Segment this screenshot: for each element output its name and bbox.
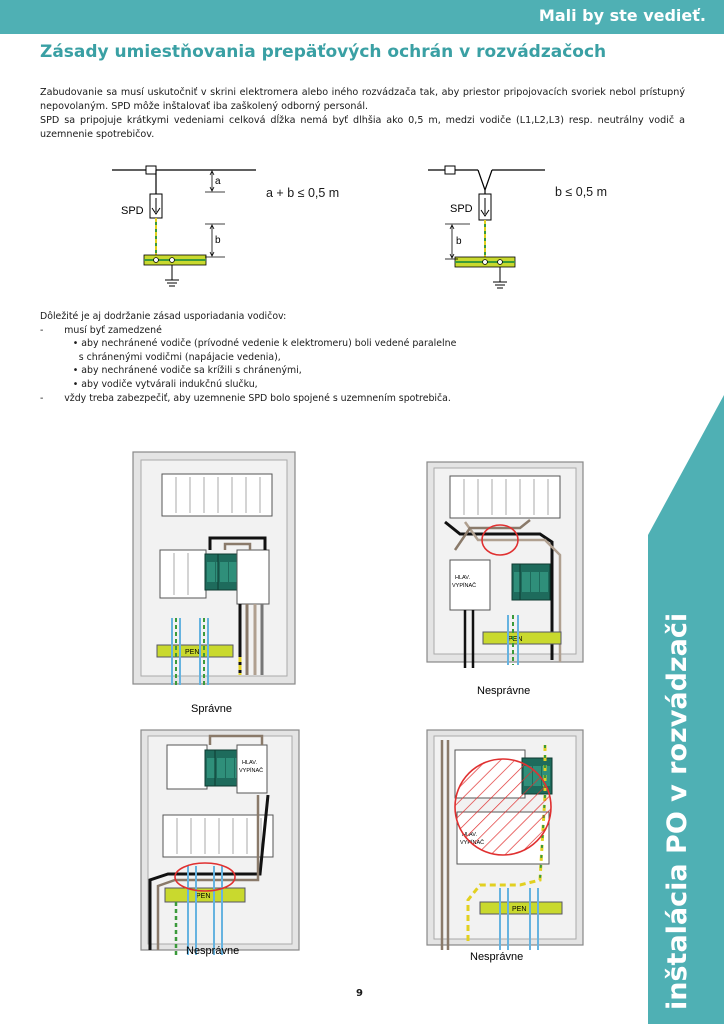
rules-line: s chránenými vodičmi (napájacie vedenia)…	[40, 351, 281, 363]
header-bar: Mali by ste vedieť.	[0, 0, 724, 34]
rules-line: - vždy treba zabezpečiť, aby uzemnenie S…	[40, 392, 451, 404]
panel-wrong-loop: HLAV. VYPÍNAČ PEN Nesprávne	[426, 461, 584, 697]
scheme-right-spd: SPD	[450, 203, 473, 215]
pen-label: PEN	[508, 636, 522, 643]
scheme-right-b: b	[456, 236, 462, 247]
rules-intro: Dôležité je aj dodržanie zásad usporiada…	[40, 311, 287, 322]
formula-right: b ≤ 0,5 m	[555, 185, 608, 199]
scheme-left-a: a	[215, 176, 221, 187]
rules-line: • aby nechránené vodiče sa krížili s chr…	[40, 365, 302, 377]
rules-line: - musí byť zamedzené	[40, 324, 162, 336]
panel-wrong-ground: HLAV. VYPÍNAČ PEN Nesprávne	[426, 729, 584, 963]
pen-label: PEN	[196, 893, 210, 900]
wiring-rules: Dôležité je aj dodržanie zásad usporiada…	[40, 310, 560, 405]
caption-correct: Správne	[191, 703, 232, 715]
scheme-left-spd: SPD	[121, 205, 144, 217]
formula-left: a + b ≤ 0,5 m	[266, 186, 340, 200]
switch-label-2: VYPÍNAČ	[452, 582, 476, 589]
scheme-right: SPD b	[428, 165, 545, 289]
intro-text: Zabudovanie sa musí uskutočniť v skrini …	[40, 86, 685, 142]
header-tagline: Mali by ste vedieť.	[538, 6, 706, 25]
panel-wrong-parallel: HLAV. VYPÍNAČ PEN Nesprávne	[140, 729, 300, 957]
scheme-left: SPD a b	[112, 165, 256, 287]
switch-label-1: HLAV.	[242, 760, 257, 766]
caption-wrong-loop: Nesprávne	[477, 685, 530, 697]
page-number: 9	[356, 988, 363, 999]
rules-line: • aby nechránené vodiče (prívodné vedeni…	[40, 338, 457, 350]
intro-paragraph-1: Zabudovanie sa musí uskutočniť v skrini …	[40, 87, 685, 112]
page-title: Zásady umiestňovania prepäťových ochrán …	[40, 42, 607, 62]
switch-label-2: VYPÍNAČ	[239, 767, 263, 774]
switch-label-1: HLAV.	[455, 575, 470, 581]
caption-wrong-ground: Nesprávne	[470, 951, 523, 963]
caption-wrong-parallel: Nesprávne	[186, 945, 239, 957]
rules-line: • aby vodiče vytvárali indukčnú slučku,	[40, 378, 258, 390]
intro-paragraph-2: SPD sa pripojuje krátkymi vedeniami celk…	[40, 115, 685, 140]
scheme-left-b: b	[215, 235, 221, 246]
pen-label: PEN	[512, 906, 526, 913]
panel-correct: PEN Správne	[132, 451, 296, 715]
spd-schemes: SPD a b SPD b	[112, 165, 545, 289]
pen-label: PEN	[185, 649, 199, 656]
panel-illustrations: PEN Správne HLAV. VYPÍNAČ PEN Nesprávne …	[132, 451, 584, 963]
